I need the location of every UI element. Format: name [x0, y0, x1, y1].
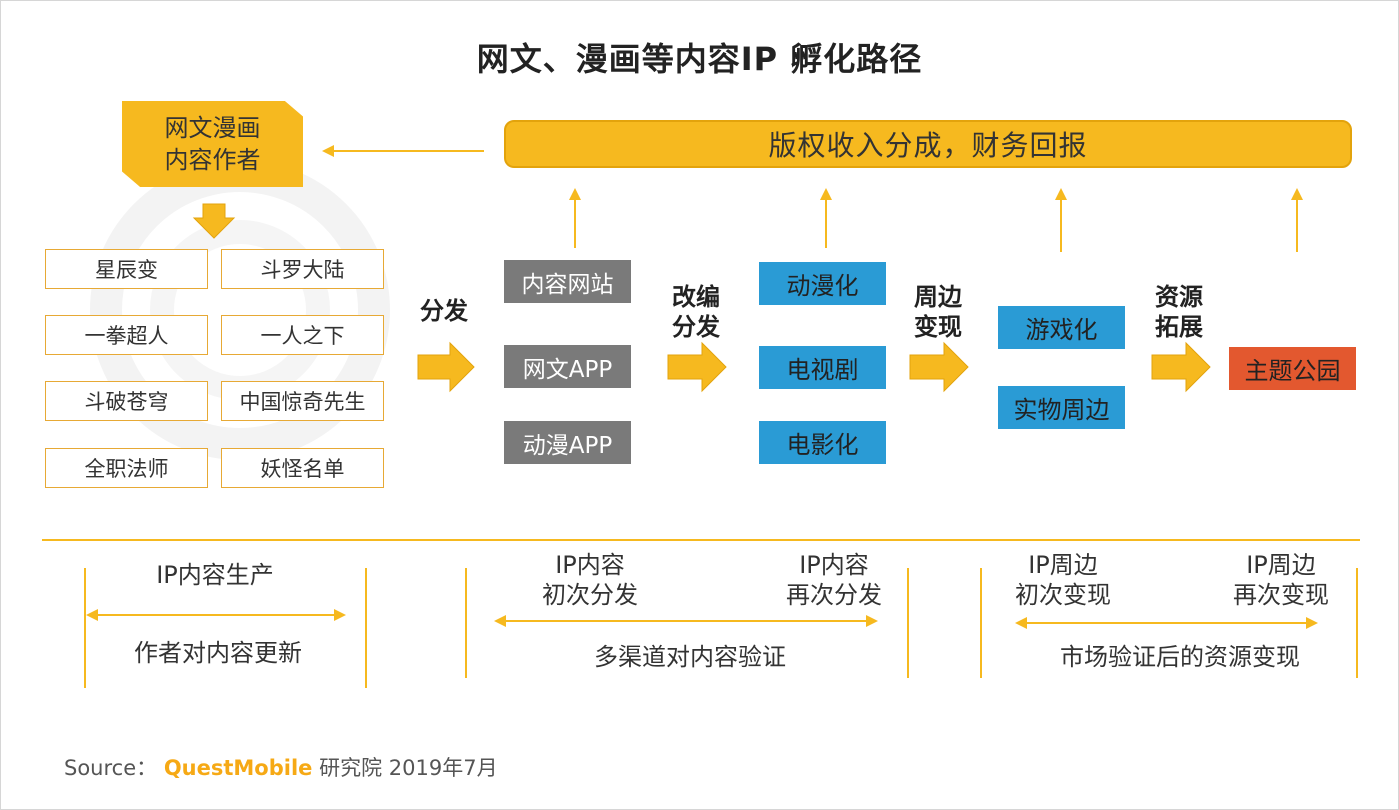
- author-line-1: 网文漫画: [164, 114, 261, 142]
- arrow-to-author: [322, 145, 484, 157]
- stage2-right: IP内容 再次分发: [764, 550, 904, 610]
- channel-box: 内容网站: [504, 260, 631, 303]
- step-merch-line-2: 变现: [914, 313, 962, 341]
- stage3-left: IP周边 初次变现: [993, 550, 1133, 610]
- stage1-bottom: 作者对内容更新: [134, 639, 302, 667]
- step-merch: 周边 变现: [902, 282, 974, 342]
- adaptation-box: 动漫化: [759, 262, 886, 305]
- stage3-right: IP周边 再次变现: [1211, 550, 1351, 610]
- stage3-right-line-2: 再次变现: [1233, 581, 1329, 609]
- stage3-left-line-2: 初次变现: [1015, 581, 1111, 609]
- work-item: 一人之下: [221, 315, 384, 355]
- adaptation-box: 电视剧: [759, 346, 886, 389]
- diagram-title: 网文、漫画等内容IP 孵化路径: [476, 40, 923, 78]
- stage3-bottom: 市场验证后的资源变现: [1060, 643, 1300, 671]
- stage2-right-line-1: IP内容: [799, 551, 869, 579]
- step-distribute: 分发: [420, 297, 468, 325]
- step-adapt-line-1: 改编: [672, 283, 720, 311]
- adaptation-box: 电影化: [759, 421, 886, 464]
- work-item: 中国惊奇先生: [221, 381, 384, 421]
- stage1-top: IP内容生产: [156, 561, 274, 589]
- merch-box: 游戏化: [998, 306, 1125, 349]
- theme-park-box: 主题公园: [1229, 347, 1356, 390]
- channel-box: 网文APP: [504, 345, 631, 388]
- stage2-right-line-2: 再次分发: [786, 581, 882, 609]
- stage2-bottom: 多渠道对内容验证: [594, 643, 786, 671]
- stage3-left-line-1: IP周边: [1028, 551, 1098, 579]
- work-item: 斗罗大陆: [221, 249, 384, 289]
- merch-box: 实物周边: [998, 386, 1125, 429]
- stage-separators: [84, 568, 1358, 688]
- step-expand-line-2: 拓展: [1155, 313, 1203, 341]
- source-suffix: 研究院 2019年7月: [319, 756, 498, 780]
- work-item: 斗破苍穹: [45, 381, 208, 421]
- double-arrows: [86, 609, 1318, 629]
- block-arrows: [417, 341, 1211, 393]
- step-expand-line-1: 资源: [1155, 283, 1203, 311]
- channel-box: 动漫APP: [504, 421, 631, 464]
- step-expand: 资源 拓展: [1143, 282, 1215, 342]
- work-item: 星辰变: [45, 249, 208, 289]
- stage2-left-line-1: IP内容: [555, 551, 625, 579]
- source-prefix: Source：: [64, 756, 158, 780]
- stage3-right-line-1: IP周边: [1246, 551, 1316, 579]
- stage2-left: IP内容 初次分发: [520, 550, 660, 610]
- work-item: 一拳超人: [45, 315, 208, 355]
- step-merch-line-1: 周边: [914, 283, 962, 311]
- source-line: Source： QuestMobile 研究院 2019年7月: [64, 752, 498, 782]
- author-line-2: 内容作者: [164, 146, 261, 174]
- work-item: 妖怪名单: [221, 448, 384, 488]
- step-adapt-line-2: 分发: [672, 313, 720, 341]
- down-arrow: [192, 203, 236, 239]
- work-item: 全职法师: [45, 448, 208, 488]
- up-arrows: [569, 188, 1303, 252]
- revenue-bar: 版权收入分成，财务回报: [504, 120, 1352, 168]
- step-adapt: 改编 分发: [660, 282, 732, 342]
- stage2-left-line-2: 初次分发: [542, 581, 638, 609]
- author-box: 网文漫画 内容作者: [122, 101, 303, 187]
- source-brand: QuestMobile: [163, 756, 313, 780]
